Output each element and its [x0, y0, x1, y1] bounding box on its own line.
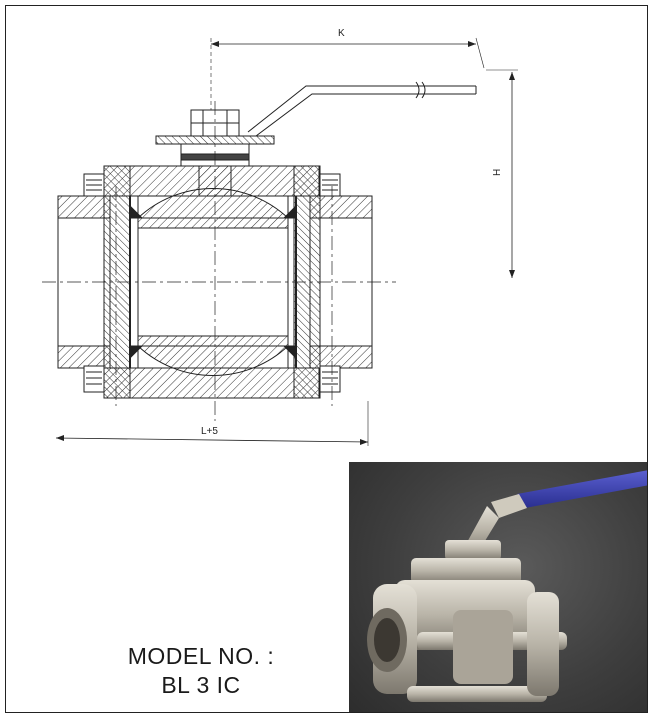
- valve-product-photo: [349, 462, 647, 712]
- handle-lever: [247, 81, 477, 137]
- dim-k-label: K: [338, 28, 345, 39]
- dimension-k: K: [210, 28, 485, 116]
- center-lines: [42, 101, 396, 421]
- sheet-frame: K H L+5: [5, 5, 648, 713]
- dim-l-label: L+5: [201, 426, 218, 437]
- dimension-l: L+5: [55, 401, 369, 446]
- body-bolts: [83, 173, 341, 393]
- model-line-1: MODEL NO. :: [127, 643, 275, 669]
- model-line-2: BL 3 IC: [161, 672, 241, 698]
- model-number-label: MODEL NO. : BL 3 IC: [66, 642, 336, 700]
- dimension-h: H: [486, 69, 518, 278]
- valve-cross-section-drawing: K H L+5: [42, 28, 518, 446]
- valve-photo-illustration: [367, 470, 647, 702]
- dim-h-label: H: [492, 169, 503, 176]
